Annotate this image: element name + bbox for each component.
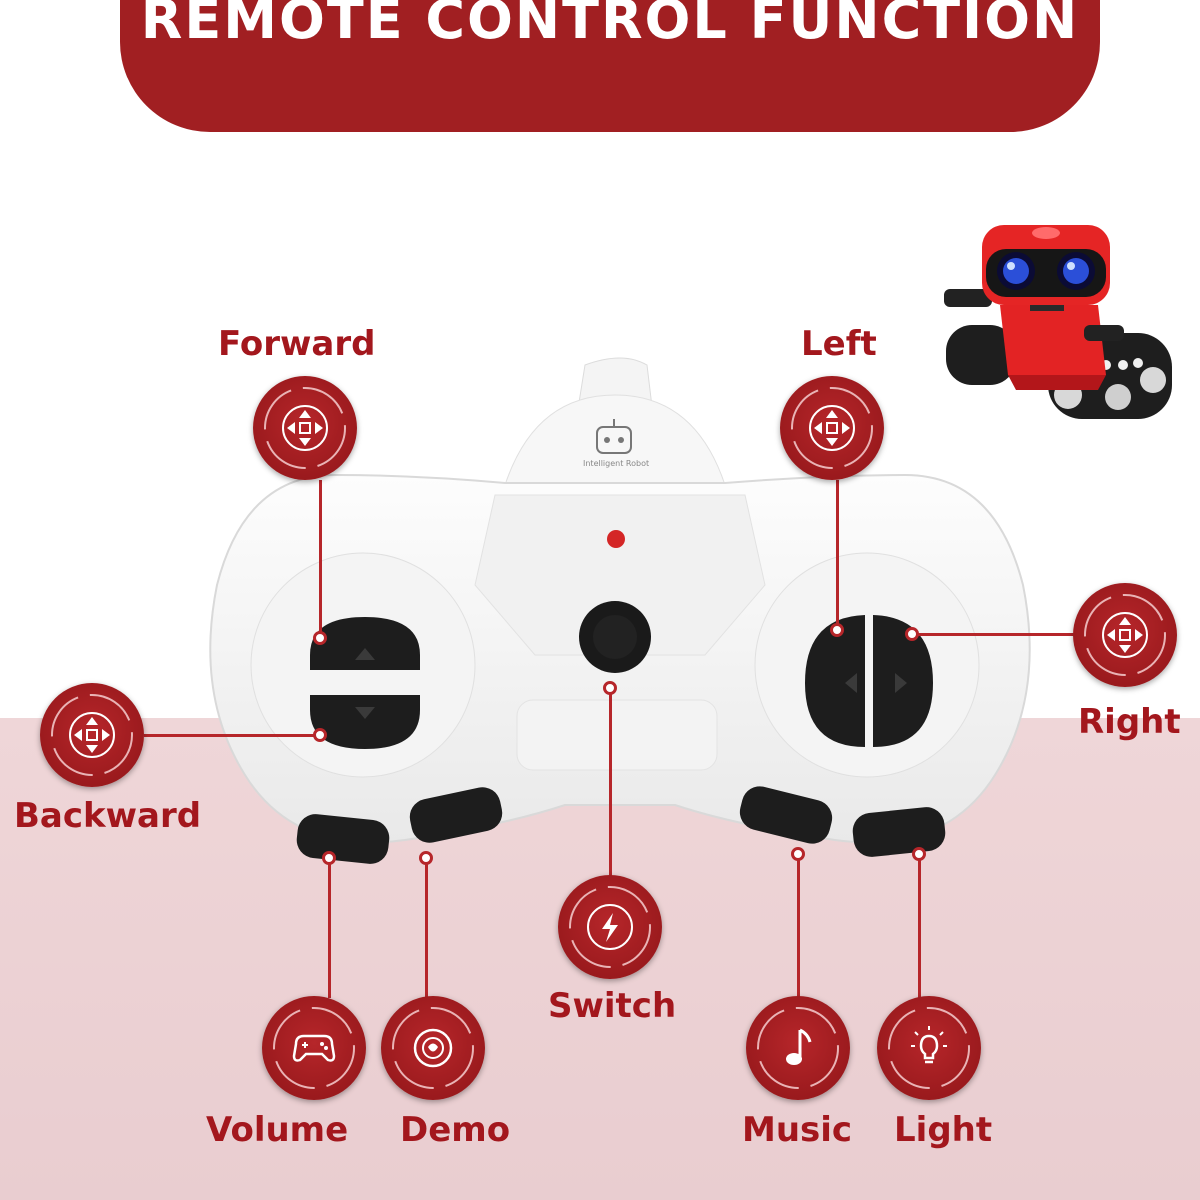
light-dot	[912, 847, 926, 861]
switch-label: Switch	[548, 986, 677, 1026]
right-dot	[905, 627, 919, 641]
volume-gamepad-icon	[262, 996, 366, 1100]
switch-lightning-icon	[558, 875, 662, 979]
left-label: Left	[801, 324, 877, 364]
light-label: Light	[894, 1110, 993, 1150]
switch-wire	[609, 688, 612, 878]
right-label: Right	[1078, 702, 1181, 742]
volume-dot	[322, 851, 336, 865]
volume-wire	[328, 858, 331, 998]
left-dpad-icon	[780, 376, 884, 480]
lightbulb-icon	[877, 996, 981, 1100]
page-title: REMOTE CONTROL FUNCTION	[140, 0, 1080, 51]
forward-dpad-icon	[253, 376, 357, 480]
music-wire	[797, 854, 800, 1000]
demo-wire	[425, 858, 428, 998]
backward-dot	[313, 728, 327, 742]
switch-dot	[603, 681, 617, 695]
robot-toy-image	[938, 215, 1178, 439]
demo-label: Demo	[400, 1110, 511, 1150]
backward-wire	[144, 734, 320, 737]
title-banner: REMOTE CONTROL FUNCTION	[120, 0, 1100, 132]
right-dpad-icon	[1073, 583, 1177, 687]
forward-dot	[313, 631, 327, 645]
backward-dpad-icon	[40, 683, 144, 787]
light-wire	[918, 854, 921, 1000]
remote-controller: Intelligent Robot	[205, 355, 1035, 899]
volume-label: Volume	[206, 1110, 349, 1150]
left-wire	[836, 480, 839, 630]
demo-icon	[381, 996, 485, 1100]
forward-wire	[319, 480, 322, 638]
left-dot	[830, 623, 844, 637]
music-dot	[791, 847, 805, 861]
demo-dot	[419, 851, 433, 865]
backward-label: Backward	[14, 796, 202, 836]
right-wire	[913, 633, 1075, 636]
remote-brand-text: Intelligent Robot	[583, 459, 650, 468]
forward-label: Forward	[218, 324, 376, 364]
music-label: Music	[742, 1110, 853, 1150]
music-note-icon	[746, 996, 850, 1100]
